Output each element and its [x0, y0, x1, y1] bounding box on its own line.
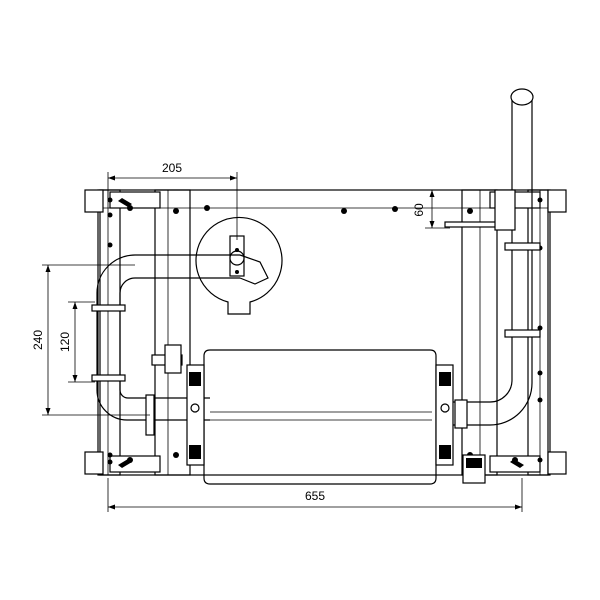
- dimension-655-label: 655: [305, 489, 325, 503]
- base-plate: [97, 189, 551, 476]
- corner-brackets: [84, 189, 567, 475]
- dimension-205-label: 205: [162, 161, 182, 175]
- dimension-120: 120: [58, 301, 95, 383]
- dimension-240-label: 240: [31, 330, 45, 350]
- dimension-60-label: 60: [412, 203, 426, 217]
- left-cylinder-mount: [186, 364, 205, 466]
- right-cylinder-mount: [435, 364, 486, 484]
- dimension-120-label: 120: [58, 332, 72, 352]
- dimension-60: 60: [412, 189, 450, 229]
- rail-bolts: [107, 197, 543, 465]
- dimension-655: 655: [107, 478, 523, 512]
- corner-clamps: [118, 198, 524, 468]
- left-pipe: [91, 254, 240, 436]
- flange-pipe-stub: [239, 254, 269, 285]
- right-pipe: [444, 88, 541, 429]
- cylinder-body: [203, 349, 437, 485]
- dimension-240: 240: [31, 264, 150, 416]
- left-frame-rails: [99, 189, 191, 476]
- round-flange: [195, 216, 283, 315]
- dimension-205: 205: [107, 161, 238, 240]
